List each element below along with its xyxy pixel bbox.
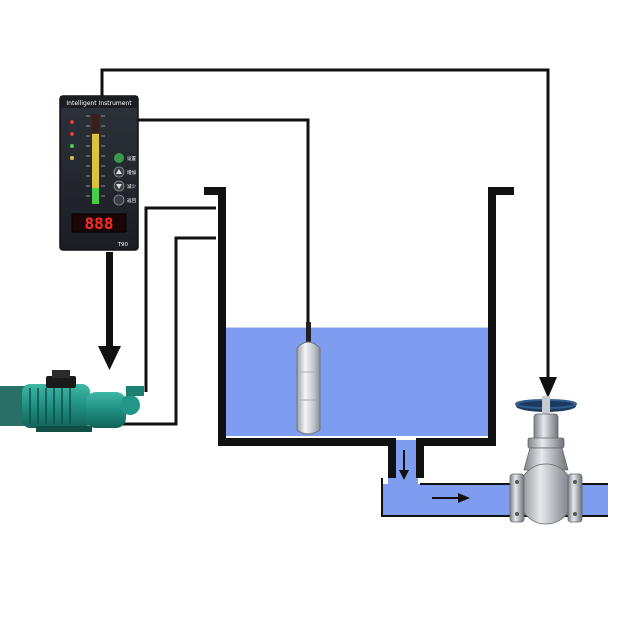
bar-graph-fill xyxy=(92,133,99,204)
gate-valve xyxy=(509,396,583,525)
drain-flow-arrow xyxy=(399,450,409,480)
return-button-label: 返回 xyxy=(127,197,136,204)
pump-wire-a xyxy=(144,206,216,392)
display-value: 888 xyxy=(85,214,114,233)
led-indicator-2 xyxy=(70,132,74,136)
pump-control-arrow xyxy=(98,252,121,370)
bar-graph-low xyxy=(92,188,99,204)
sensor-wire xyxy=(138,118,310,330)
return-button[interactable] xyxy=(113,194,125,206)
led-indicator-3 xyxy=(70,144,74,148)
instrument-title: Intelligent Instrument xyxy=(66,100,132,107)
tank-water xyxy=(226,327,488,436)
tank xyxy=(204,187,514,478)
up-button-label: 增加 xyxy=(127,169,136,176)
led-indicator-1 xyxy=(70,120,74,124)
down-button-label: 减少 xyxy=(127,183,136,190)
led-indicator-4 xyxy=(70,156,74,160)
intelligent-instrument: Intelligent Instrument 设置 增加 xyxy=(59,95,139,251)
set-button[interactable] xyxy=(114,153,124,163)
level-sensor xyxy=(296,322,321,435)
digital-display xyxy=(71,213,127,233)
up-icon xyxy=(116,169,122,174)
outlet-flow-arrow xyxy=(432,493,470,503)
valve-control-wire xyxy=(100,68,550,380)
instrument-model: T90 xyxy=(117,242,129,248)
down-icon xyxy=(116,184,122,189)
set-button-label: 设置 xyxy=(127,155,136,162)
water-pump xyxy=(0,370,144,432)
valve-control-arrow xyxy=(539,377,557,398)
